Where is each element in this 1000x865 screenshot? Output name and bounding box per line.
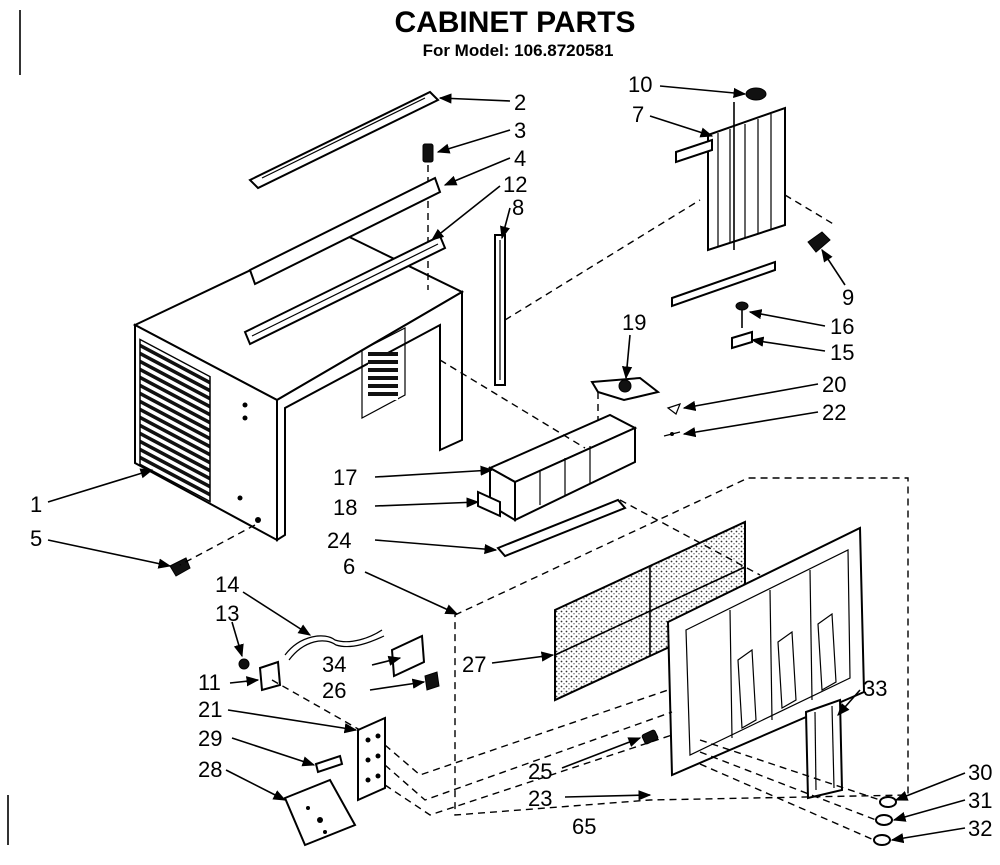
callout-33: 33 <box>863 676 887 701</box>
part-34-plate <box>390 634 426 678</box>
part-2-top-strip <box>248 90 440 190</box>
part-22-clip <box>663 431 681 437</box>
part-19-lever <box>590 376 661 420</box>
callout-17: 17 <box>333 465 357 490</box>
callout-11: 11 <box>198 670 221 695</box>
callout-16: 16 <box>830 314 854 339</box>
callout-labels: 2 3 4 12 8 10 7 9 16 15 19 20 22 17 18 2… <box>30 72 992 841</box>
callout-5: 5 <box>30 526 42 551</box>
part-1-cabinet <box>132 228 465 542</box>
callout-25: 25 <box>528 759 552 784</box>
callout-19: 19 <box>622 310 646 335</box>
part-28-plate <box>283 778 357 847</box>
callout-2: 2 <box>514 90 526 115</box>
callout-3: 3 <box>514 118 526 143</box>
callout-29: 29 <box>198 726 222 751</box>
callout-8: 8 <box>512 195 524 220</box>
part-24-bottom-strip <box>496 498 627 558</box>
callout-22: 22 <box>822 400 846 425</box>
routing-lines <box>179 199 881 841</box>
part-33-door <box>804 698 844 800</box>
callout-30: 30 <box>968 760 992 785</box>
callout-18: 18 <box>333 495 357 520</box>
part-31-knob <box>875 814 893 826</box>
part-23-front-grille <box>666 526 866 777</box>
callout-24: 24 <box>327 528 351 553</box>
part-12-rail <box>243 234 447 346</box>
part-3-screw <box>422 143 434 290</box>
callout-14: 14 <box>215 572 239 597</box>
part-10-clip <box>745 87 767 101</box>
part-5-screw <box>169 557 191 577</box>
part-32-knob <box>873 834 891 846</box>
part-6-front-assembly-outline <box>454 477 909 816</box>
callout-28: 28 <box>198 757 222 782</box>
model-subtitle: For Model: 106.8720581 <box>423 41 614 60</box>
callout-12: 12 <box>503 172 527 197</box>
callout-9: 9 <box>842 285 854 310</box>
part-13-nut <box>238 658 250 670</box>
callout-26: 26 <box>322 678 346 703</box>
callout-7: 7 <box>632 102 644 127</box>
callout-15: 15 <box>830 340 854 365</box>
part-17-grille-support <box>487 413 638 522</box>
callout-32: 32 <box>968 816 992 841</box>
part-14-cord <box>284 629 385 661</box>
footer-code: 65 <box>572 814 596 839</box>
part-25-screw <box>641 729 659 745</box>
callout-21: 21 <box>198 697 222 722</box>
part-8-vertical-strip <box>494 234 506 386</box>
part-16-screw <box>735 301 749 328</box>
callout-4: 4 <box>514 146 526 171</box>
callout-27: 27 <box>462 652 486 677</box>
part-4-rail <box>248 176 442 286</box>
part-26-clip <box>424 671 440 691</box>
part-20-clip <box>666 403 682 415</box>
callout-1: 1 <box>30 492 42 517</box>
part-30-knob <box>879 796 897 808</box>
part-21-control-plate <box>357 716 386 802</box>
part-29-shaft <box>314 754 344 774</box>
callout-13: 13 <box>215 601 239 626</box>
part-9-bracket <box>784 194 836 253</box>
part-7-side-curtain <box>671 102 786 308</box>
callout-23: 23 <box>528 786 552 811</box>
callout-10: 10 <box>628 72 652 97</box>
leader-lines <box>47 85 966 844</box>
callout-20: 20 <box>822 372 846 397</box>
diagram-title: CABINET PARTS <box>394 6 635 39</box>
callout-31: 31 <box>968 788 992 813</box>
part-11-switch <box>258 660 282 692</box>
callout-6: 6 <box>343 554 355 579</box>
part-15-washer <box>731 330 753 350</box>
callout-34: 34 <box>322 652 346 677</box>
